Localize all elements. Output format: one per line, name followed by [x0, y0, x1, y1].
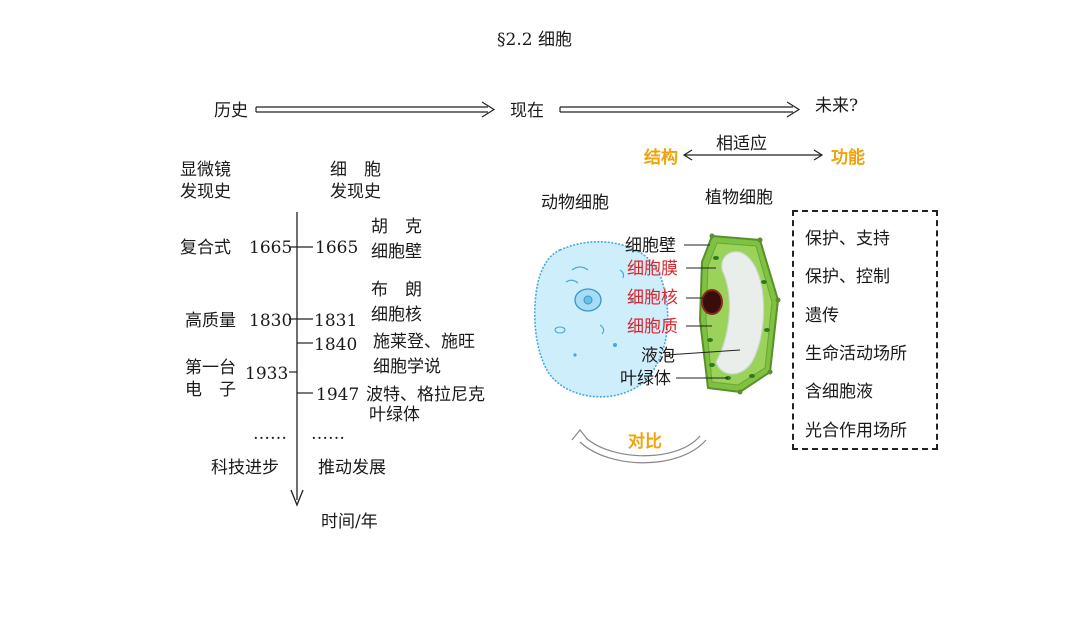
structure-leader-lines [665, 244, 741, 379]
ellipsis-right: …… [311, 424, 345, 444]
history-present-arrow [255, 101, 496, 118]
microscope-event-year: 1830 [249, 311, 293, 331]
function-item: 保护、控制 [805, 267, 890, 287]
structure-label-cell-wall: 细胞壁 [625, 236, 676, 256]
microscope-history-line2: 发现史 [180, 182, 231, 202]
cell-event-year: 1831 [314, 311, 358, 331]
adapt-label: 相适应 [716, 134, 767, 154]
function-box [792, 210, 938, 450]
function-item: 光合作用场所 [805, 421, 907, 441]
plant-cell-label: 植物细胞 [705, 188, 773, 208]
microscope-event-year: 1665 [249, 238, 293, 258]
microscope-event-name-line1: 第一台 [185, 358, 236, 378]
structure-label-vacuole: 液泡 [641, 346, 675, 366]
cell-event-year: 1840 [314, 335, 358, 355]
structure-label: 结构 [644, 148, 678, 168]
plant-cell [698, 233, 781, 395]
cell-event-desc-line2: 细胞壁 [371, 242, 422, 262]
function-item: 生命活动场所 [805, 344, 907, 364]
page-title: §2.2 细胞 [497, 30, 572, 50]
cell-history-line1: 细 胞 [330, 160, 381, 180]
present-label: 现在 [510, 101, 544, 121]
microscope-event-year: 1933 [245, 364, 289, 384]
function-item: 含细胞液 [805, 382, 873, 402]
structure-function-arrow [682, 149, 824, 161]
cell-event-desc-line1: 胡 克 [371, 217, 422, 237]
microscope-event-name-line2: 电 子 [185, 380, 236, 400]
cell-event-desc-line2: 细胞核 [371, 305, 422, 325]
structure-label-cytoplasm: 细胞质 [627, 317, 678, 337]
cell-history-line2: 发现史 [330, 182, 381, 202]
cell-event-desc-line2: 细胞学说 [373, 357, 441, 377]
compare-label: 对比 [628, 432, 662, 452]
structure-label-chloroplast: 叶绿体 [620, 369, 671, 389]
animal-cell [534, 241, 669, 398]
cell-event-desc-line1: 布 朗 [371, 280, 422, 300]
cell-event-year: 1665 [315, 238, 359, 258]
cell-event-desc-line1: 施莱登、施旺 [373, 332, 475, 352]
structure-label-cell-membrane: 细胞膜 [627, 259, 678, 279]
function-item: 保护、支持 [805, 229, 890, 249]
function-label: 功能 [831, 148, 865, 168]
microscope-history-line1: 显微镜 [180, 160, 231, 180]
microscope-event-name: 高质量 [185, 311, 236, 331]
future-label: 未来? [815, 96, 859, 116]
time-axis-label: 时间/年 [321, 512, 378, 532]
cell-event-year: 1947 [316, 385, 360, 405]
cell-event-desc-line1: 波特、格拉尼克 [366, 385, 485, 405]
function-item: 遗传 [805, 306, 839, 326]
animal-cell-label: 动物细胞 [541, 193, 609, 213]
drive-development-label: 推动发展 [318, 458, 386, 478]
ellipsis-left: …… [253, 424, 287, 444]
compare-arrow [571, 429, 707, 464]
present-future-arrow [559, 101, 801, 118]
time-axis [289, 212, 313, 507]
tech-progress-label: 科技进步 [211, 458, 279, 478]
microscope-event-name: 复合式 [180, 238, 231, 258]
cell-event-desc-line2: 叶绿体 [369, 405, 420, 425]
structure-label-nucleus: 细胞核 [627, 288, 678, 308]
history-label: 历史 [214, 101, 248, 121]
